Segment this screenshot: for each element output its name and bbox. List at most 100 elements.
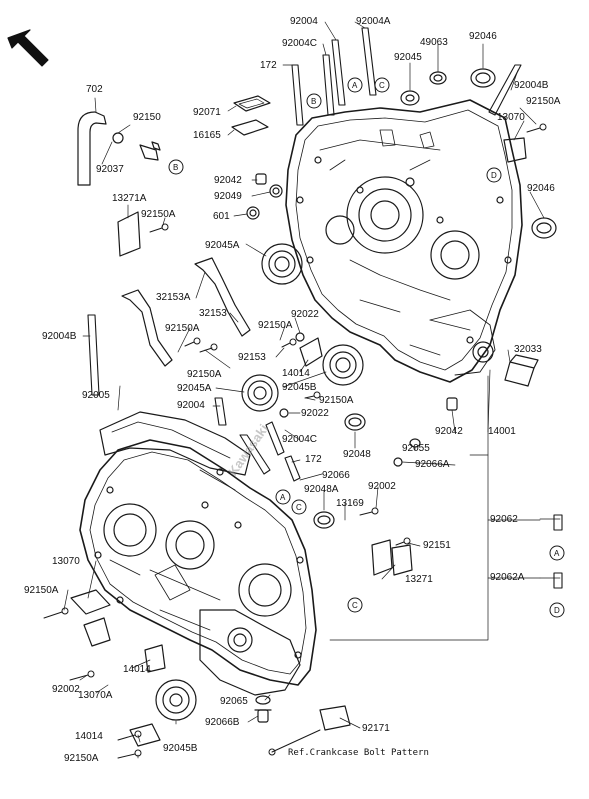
callout-b-case: B bbox=[311, 97, 317, 106]
washer-92065 bbox=[255, 695, 271, 705]
callout-b-hose: B bbox=[173, 163, 179, 172]
bearing-92045A-top bbox=[261, 243, 303, 285]
part-label-92150a-mid2: 92150A bbox=[258, 320, 293, 331]
part-label-16165: 16165 bbox=[193, 130, 221, 141]
studs bbox=[87, 27, 563, 589]
part-label-92150a-left: 92150A bbox=[141, 209, 176, 220]
part-label-92022-mid: 92022 bbox=[301, 408, 329, 419]
part-label-13070-right: 13070 bbox=[497, 112, 525, 123]
part-label-92153: 92153 bbox=[238, 352, 266, 363]
part-label-13169: 13169 bbox=[336, 498, 364, 509]
callout-markers bbox=[168, 77, 565, 618]
dowel-92042-top bbox=[255, 173, 267, 185]
callout-d-case: D bbox=[491, 171, 497, 180]
right-crankcase-half bbox=[285, 99, 523, 383]
part-label-92065: 92065 bbox=[220, 696, 248, 707]
part-label-14014-bottom: 14014 bbox=[123, 664, 151, 675]
seal-92048 bbox=[344, 413, 366, 431]
part-label-32153: 32153 bbox=[199, 308, 227, 319]
bolt-pattern-note: Ref.Crankcase Bolt Pattern bbox=[288, 748, 429, 758]
callout-a-stud: A bbox=[554, 549, 560, 558]
part-label-92150a-right: 92150A bbox=[526, 96, 561, 107]
callout-a-lower: A bbox=[280, 493, 286, 502]
leader-lines bbox=[63, 21, 561, 759]
part-label-92066: 92066 bbox=[322, 470, 350, 481]
ring-92049 bbox=[269, 184, 283, 198]
part-label-92151: 92151 bbox=[423, 540, 451, 551]
part-label-13070a: 13070A bbox=[78, 690, 113, 701]
part-label-14001: 14001 bbox=[488, 426, 516, 437]
bearing-49063 bbox=[429, 71, 447, 85]
part-label-92004-mid: 92004 bbox=[177, 400, 205, 411]
callout-d-stud: D bbox=[554, 606, 560, 615]
cover-plates bbox=[83, 544, 413, 647]
part-label-13271a: 13271A bbox=[112, 193, 147, 204]
part-label-92004: 92004 bbox=[290, 16, 318, 27]
part-label-92045b-mid: 92045B bbox=[282, 382, 317, 393]
part-label-92045a-mid: 92045A bbox=[177, 383, 212, 394]
part-label-92004a: 92004A bbox=[356, 16, 391, 27]
front-arrow-icon bbox=[7, 29, 49, 67]
callout-a-top: A bbox=[352, 81, 358, 90]
part-label-92071: 92071 bbox=[193, 107, 221, 118]
callout-c-lower: C bbox=[296, 503, 302, 512]
part-label-92150a-bottom: 92150A bbox=[64, 753, 99, 764]
part-label-92004b-right: 92004B bbox=[514, 80, 549, 91]
part-label-49063: 49063 bbox=[420, 37, 448, 48]
part-label-92046-top: 92046 bbox=[469, 31, 497, 42]
oil-pipes bbox=[121, 257, 251, 367]
bearing-92046-right bbox=[531, 217, 557, 239]
ring-601 bbox=[246, 206, 260, 220]
dowel-92042-mid bbox=[446, 397, 458, 411]
bearing-92045B-mid bbox=[322, 344, 364, 386]
part-label-172-mid: 172 bbox=[305, 454, 322, 465]
part-label-92048: 92048 bbox=[343, 449, 371, 460]
bearings bbox=[155, 68, 557, 723]
part-label-92005: 92005 bbox=[82, 390, 110, 401]
part-label-92042-mid: 92042 bbox=[435, 426, 463, 437]
part-label-92042-top: 92042 bbox=[214, 175, 242, 186]
washer-92022-mid bbox=[279, 408, 289, 418]
part-label-14014-mid: 14014 bbox=[282, 368, 310, 379]
part-label-92002-bottom: 92002 bbox=[52, 684, 80, 695]
part-label-601: 601 bbox=[213, 211, 230, 222]
bearing-92045-top bbox=[400, 90, 420, 106]
output-sleeve bbox=[504, 354, 539, 387]
plug-92066A bbox=[393, 457, 403, 467]
part-label-32033: 32033 bbox=[514, 344, 542, 355]
callout-c-top: C bbox=[379, 81, 385, 90]
left-crankcase-half bbox=[79, 411, 317, 696]
part-label-92066b: 92066B bbox=[205, 717, 240, 728]
part-label-92066a: 92066A bbox=[415, 459, 450, 470]
washer-92022-top bbox=[295, 332, 305, 342]
part-label-92150a-mid3: 92150A bbox=[319, 395, 354, 406]
part-label-92046-right: 92046 bbox=[527, 183, 555, 194]
part-label-92171: 92171 bbox=[362, 723, 390, 734]
part-label-92048a: 92048A bbox=[304, 484, 339, 495]
part-label-92022-top: 92022 bbox=[291, 309, 319, 320]
part-label-172-top: 172 bbox=[260, 60, 277, 71]
part-label-92150: 92150 bbox=[133, 112, 161, 123]
part-label-92037: 92037 bbox=[96, 164, 124, 175]
part-label-13271: 13271 bbox=[405, 574, 433, 585]
part-label-13070-left: 13070 bbox=[52, 556, 80, 567]
bearing-92045B-bottom bbox=[155, 679, 197, 721]
part-label-92004b-left: 92004B bbox=[42, 331, 77, 342]
part-label-92004c-mid: 92004C bbox=[282, 434, 318, 445]
part-label-92055: 92055 bbox=[402, 443, 430, 454]
part-label-32153a: 32153A bbox=[156, 292, 191, 303]
part-label-92150a-bottom-left: 92150A bbox=[24, 585, 59, 596]
callout-c-guide: C bbox=[352, 601, 358, 610]
part-label-92049: 92049 bbox=[214, 191, 242, 202]
part-label-92045b-bottom: 92045B bbox=[163, 743, 198, 754]
part-label-92150a-mid: 92150A bbox=[165, 323, 200, 334]
part-label-92062: 92062 bbox=[490, 514, 518, 525]
part-label-14014-bottom2: 14014 bbox=[75, 731, 103, 742]
part-label-92150a-left2: 92150A bbox=[187, 369, 222, 380]
part-label-92062a: 92062A bbox=[490, 572, 525, 583]
bearing-92045A-mid bbox=[241, 374, 279, 412]
part-label-92045a-top: 92045A bbox=[205, 240, 240, 251]
gaskets bbox=[231, 95, 271, 136]
